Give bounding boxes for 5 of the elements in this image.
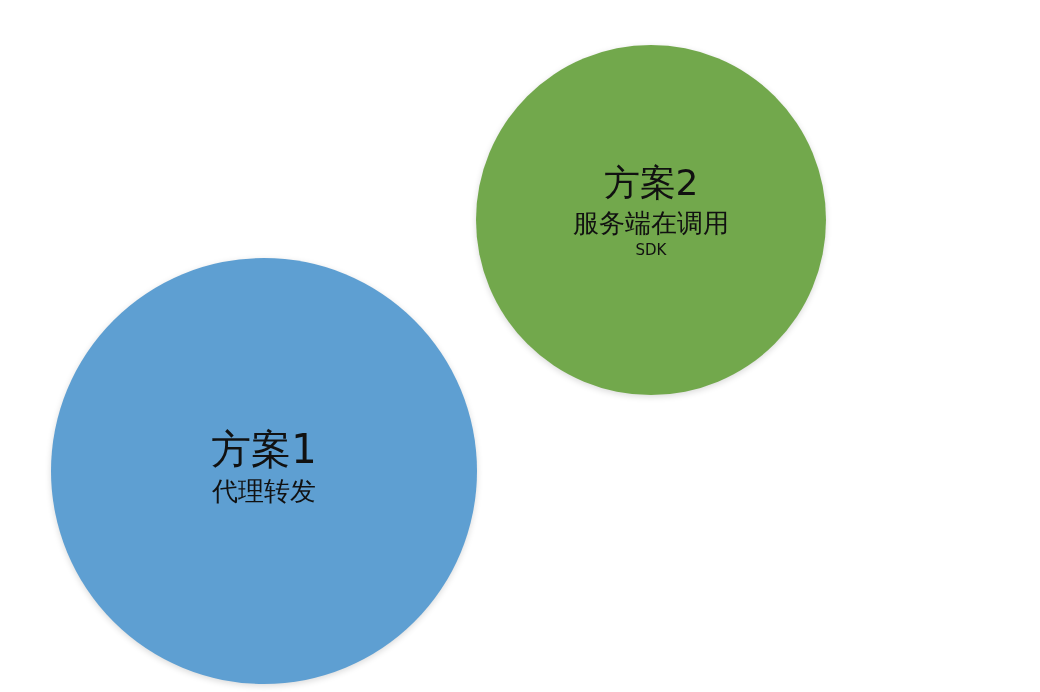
scheme-title: 方案2: [603, 160, 699, 205]
scheme-title: 方案1: [211, 425, 317, 475]
scheme-description: 服务端在调用: [573, 206, 729, 240]
scheme-description: SDK: [635, 240, 667, 261]
scheme-description: 代理转发: [212, 475, 316, 509]
